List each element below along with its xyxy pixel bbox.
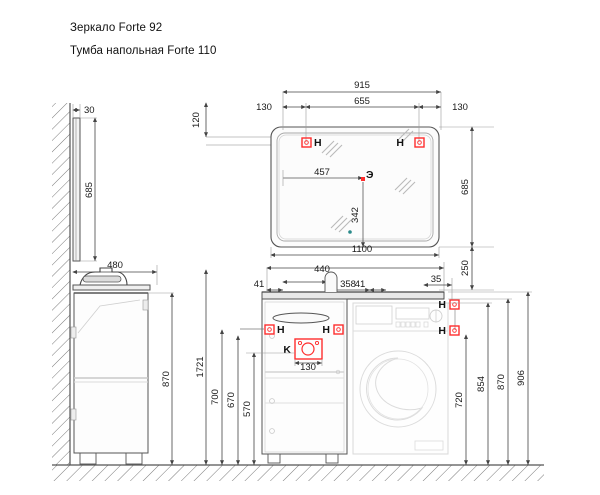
cabinet-side-view	[70, 267, 151, 465]
marker-label-h-mirror-left: H	[314, 137, 322, 149]
dim-wm-heights-right: 720 854 870 906	[448, 291, 532, 465]
dim-value-670: 670	[226, 392, 237, 408]
marker-label-h-mirror-right: H	[396, 137, 404, 149]
floor-hatching	[52, 464, 544, 481]
dim-value-30: 30	[84, 105, 95, 116]
dim-value-685-front: 685	[460, 179, 471, 195]
dim-mirror-thickness: 30	[72, 104, 95, 118]
dim-value-358: 358	[340, 279, 356, 290]
drain-marker-box: K 130	[283, 338, 323, 373]
dim-cabinet-heights-left: 700 670 570	[210, 329, 295, 465]
dim-value-457: 457	[314, 167, 330, 178]
mount-marker-cabinet-left: H	[240, 324, 285, 336]
mount-marker-wm-bottom: H	[438, 325, 460, 337]
dim-value-700: 700	[210, 389, 221, 405]
dim-mirror-overall-width: 915	[282, 80, 442, 130]
dim-value-130-drain: 130	[300, 362, 316, 373]
mount-marker-mirror-left: H	[301, 137, 322, 149]
marker-label-h-cabinet-right: H	[322, 324, 330, 336]
dim-value-870-wm: 870	[496, 374, 507, 390]
dim-value-655: 655	[354, 96, 370, 107]
marker-label-power: Э	[366, 169, 374, 181]
washing-machine	[352, 302, 449, 455]
dim-cabinet-side-height: 870	[148, 292, 174, 465]
dim-value-35: 35	[431, 274, 442, 285]
dim-value-480: 480	[107, 260, 123, 271]
dim-value-41-left: 41	[254, 279, 265, 290]
mount-marker-mirror-right: H	[396, 137, 425, 149]
countertop	[261, 291, 445, 300]
dim-total-height: 1721	[195, 269, 208, 465]
dim-value-870-side: 870	[161, 371, 172, 387]
dim-value-130-right: 130	[452, 102, 468, 113]
dim-value-685-side: 685	[84, 182, 95, 198]
cabinet-front-view	[261, 298, 348, 464]
marker-label-h-cabinet-left: H	[277, 324, 285, 336]
dim-gap-250: 250	[439, 246, 494, 291]
dim-value-342: 342	[350, 207, 361, 223]
dim-value-1100: 1100	[352, 244, 372, 255]
dim-value-906: 906	[516, 370, 527, 386]
dim-value-41-right: 41	[355, 279, 366, 290]
dim-mirror-mount-spacing: 130 655 130	[256, 96, 468, 142]
marker-label-h-wm-bottom: H	[438, 325, 446, 337]
page-title-cabinet: Тумба напольная Forte 110	[70, 45, 217, 57]
dim-value-720: 720	[454, 392, 465, 408]
dim-mirror-height-685: 685	[439, 126, 494, 248]
dim-right-offset-35: 35	[423, 274, 453, 300]
mirror-front-view	[270, 126, 440, 248]
dim-counter-cut: 440 41 358 41	[254, 262, 445, 292]
dim-value-1721: 1721	[195, 356, 206, 377]
marker-label-k-drain: K	[283, 344, 291, 356]
mirror-side-view	[72, 117, 81, 262]
dim-mirror-width-1100: 1100	[270, 244, 440, 258]
dim-value-130-left: 130	[256, 102, 272, 113]
dim-value-915: 915	[354, 80, 370, 91]
outlet-marker: 457 Э 342	[282, 167, 374, 247]
dim-value-120: 120	[191, 112, 202, 128]
dim-value-854: 854	[476, 376, 487, 392]
dim-value-440: 440	[314, 264, 330, 275]
page-title-mirror: Зеркало Forte 92	[70, 22, 163, 34]
wall-hatching	[52, 103, 71, 465]
marker-label-h-wm-top: H	[438, 299, 446, 311]
dim-value-570: 570	[242, 401, 253, 417]
dim-value-250-label: 250	[460, 260, 471, 276]
mount-marker-cabinet-right: H	[322, 324, 344, 336]
glass-glare-icon	[321, 128, 416, 233]
dim-mirror-side-height: 685	[80, 117, 97, 262]
